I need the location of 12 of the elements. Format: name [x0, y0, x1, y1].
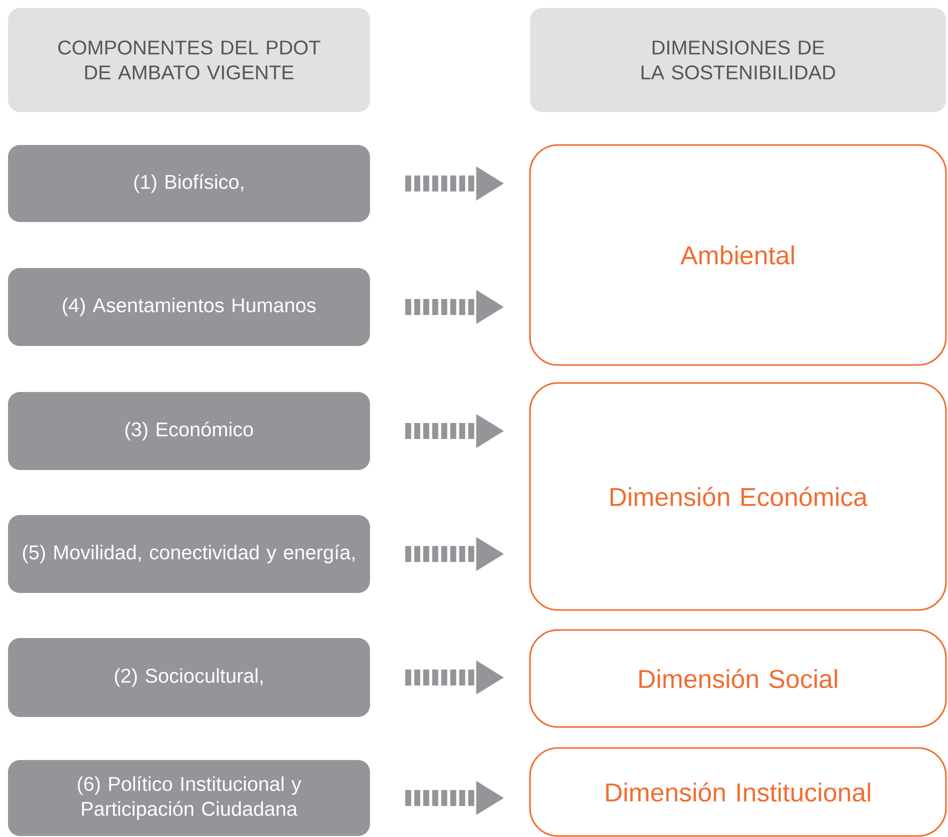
component-box: (6) Político Institucional y Participación Ciudadana — [8, 760, 370, 836]
component-box: (3) Económico — [8, 392, 370, 470]
dimension-box: Dimensión Económica — [529, 382, 947, 611]
component-box: (1) Biofísico, — [8, 145, 370, 222]
header-box: DIMENSIONES DE LA SOSTENIBILIDAD — [530, 8, 946, 112]
dimension-box: Dimensión Social — [529, 629, 947, 728]
dimension-box: Ambiental — [529, 144, 947, 366]
component-box: (4) Asentamientos Humanos — [8, 268, 370, 346]
header-box: COMPONENTES DEL PDOT DE AMBATO VIGENTE — [8, 8, 370, 112]
component-box: (2) Sociocultural, — [8, 638, 370, 717]
dimension-box: Dimensión Institucional — [529, 747, 947, 837]
component-box: (5) Movilidad, conectividad y energía, — [8, 515, 370, 593]
